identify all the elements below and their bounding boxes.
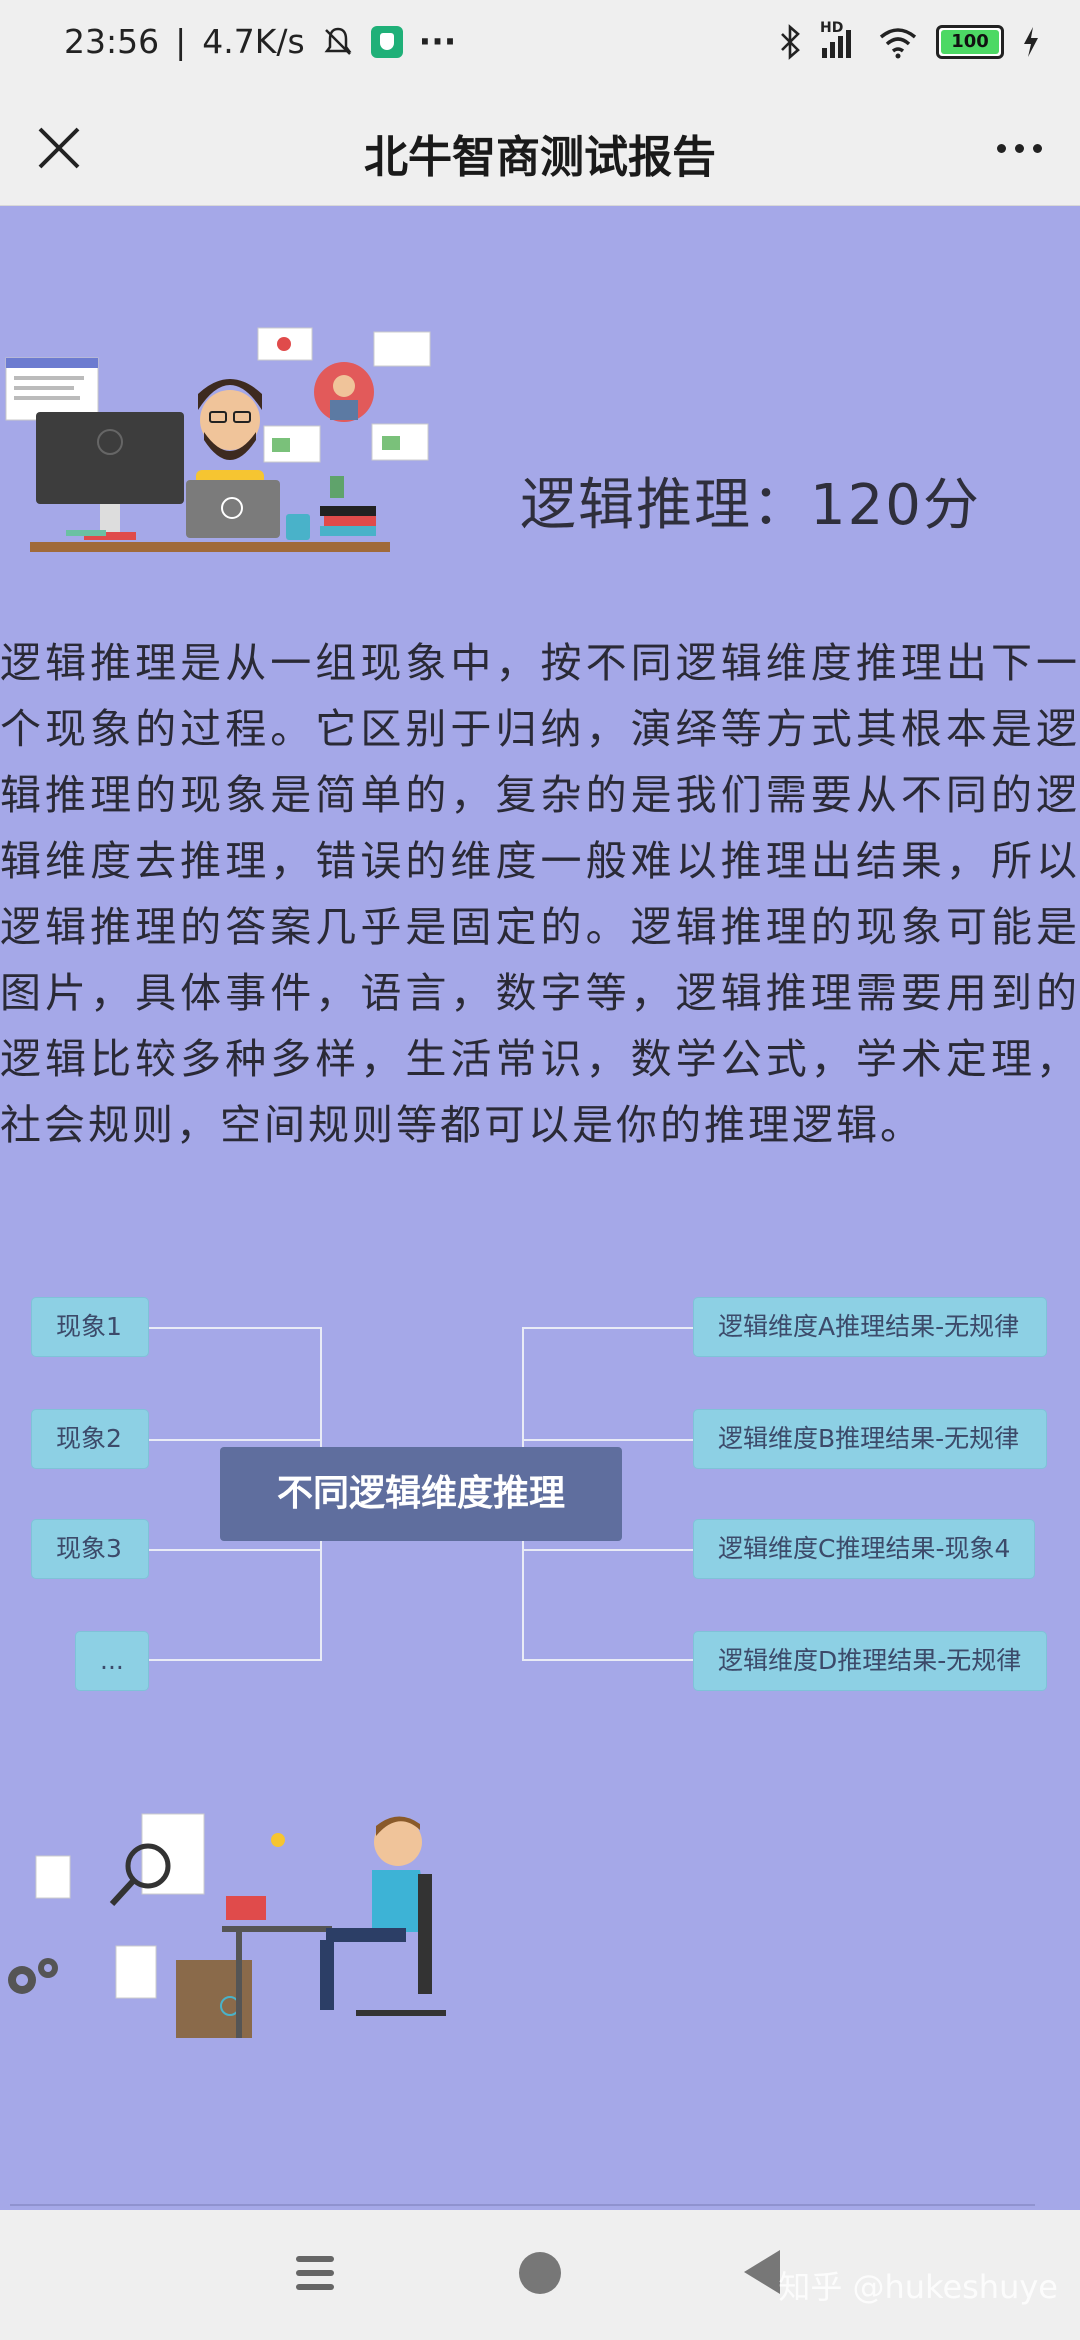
status-bar: 23:56 | 4.7K/s ··· HD xyxy=(0,0,1080,95)
connector-line xyxy=(522,1659,694,1661)
result-node: 逻辑维度D推理结果-无规律 xyxy=(694,1632,1046,1690)
connector-line xyxy=(148,1439,320,1441)
page-title: 北牛智商测试报告 xyxy=(364,132,716,183)
status-more-dots: ··· xyxy=(418,22,457,61)
network-type-label: HD xyxy=(820,20,844,36)
more-dot-icon xyxy=(1014,143,1024,153)
phenomenon-node: ... xyxy=(76,1632,148,1690)
close-icon xyxy=(38,127,80,169)
status-speed: 4.7K/s xyxy=(202,22,305,61)
battery-level: 100 xyxy=(941,30,999,54)
security-app-icon xyxy=(370,25,403,58)
battery-icon: 100 xyxy=(936,25,1004,59)
center-node: 不同逻辑维度推理 xyxy=(220,1447,622,1541)
status-time: 23:56 xyxy=(64,22,160,61)
result-node: 逻辑维度C推理结果-现象4 xyxy=(694,1520,1034,1578)
desk-illustration xyxy=(5,327,431,552)
more-dot-icon xyxy=(1032,143,1042,153)
connector-line xyxy=(148,1327,320,1329)
signal-icon: HD xyxy=(820,20,860,60)
connector-line xyxy=(522,1549,694,1551)
charging-icon xyxy=(1024,27,1038,57)
status-left: 23:56 | 4.7K/s ··· xyxy=(64,22,456,61)
connector-line xyxy=(148,1659,320,1661)
system-navigation-bar xyxy=(0,2210,1080,2340)
more-options-button[interactable] xyxy=(984,115,1054,181)
menu-line-icon xyxy=(296,2284,334,2290)
divider xyxy=(10,2204,1035,2206)
wifi-icon xyxy=(879,28,917,59)
score-heading: 逻辑推理：120分 xyxy=(520,473,981,538)
close-button[interactable] xyxy=(26,115,92,181)
app-header: 北牛智商测试报告 xyxy=(0,95,1080,206)
menu-line-icon xyxy=(296,2256,334,2262)
description-paragraph: 逻辑推理是从一组现象中，按不同逻辑维度推理出下一个现象的过程。它区别于归纳，演绎… xyxy=(0,639,1080,1149)
bluetooth-icon xyxy=(781,24,800,60)
status-separator: | xyxy=(175,22,187,61)
phenomenon-node: 现象3 xyxy=(32,1520,148,1578)
result-node: 逻辑维度B推理结果-无规律 xyxy=(694,1410,1046,1468)
connector-line xyxy=(148,1549,320,1551)
back-button[interactable] xyxy=(744,2250,780,2294)
work-illustration xyxy=(8,1813,446,2038)
menu-line-icon xyxy=(296,2270,334,2276)
result-node: 逻辑维度A推理结果-无规律 xyxy=(694,1298,1046,1356)
connector-line xyxy=(522,1327,694,1329)
phenomenon-node: 现象2 xyxy=(32,1410,148,1468)
mute-bell-icon xyxy=(324,27,352,55)
connector-line xyxy=(522,1439,694,1441)
watermark: 知乎 @hukeshuye xyxy=(778,2268,1058,2306)
status-right: HD 100 xyxy=(778,20,1040,60)
phenomenon-node: 现象1 xyxy=(32,1298,148,1356)
more-dot-icon xyxy=(996,143,1006,153)
home-button[interactable] xyxy=(519,2252,561,2294)
recent-apps-button[interactable] xyxy=(296,2256,334,2296)
